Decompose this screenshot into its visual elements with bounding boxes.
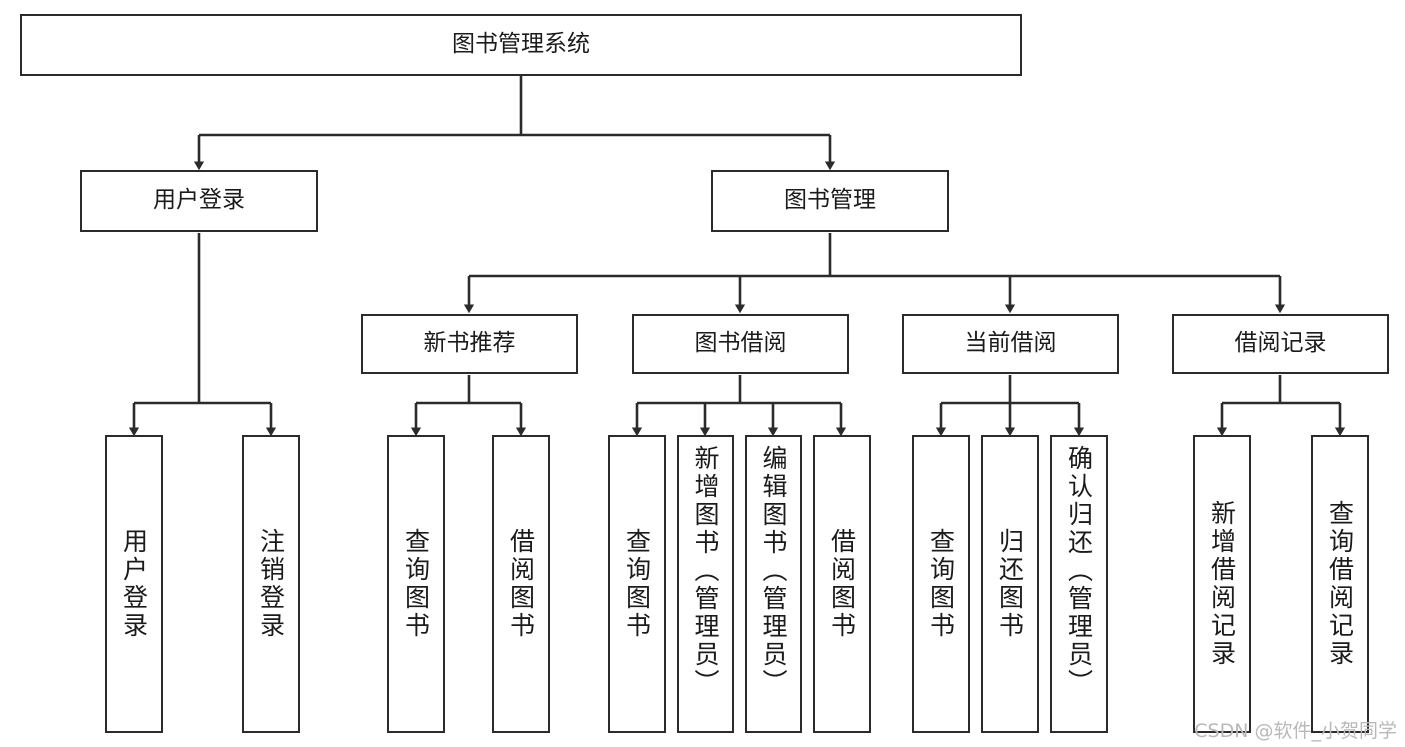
node-leaf-query-book-3-label: 查询图书	[926, 528, 956, 640]
node-leaf-query-record-label: 查询借阅记录	[1325, 500, 1355, 668]
node-leaf-add-record-label: 新增借阅记录	[1207, 500, 1237, 668]
node-current-borrow-label: 当前借阅	[964, 330, 1057, 357]
node-new-book-recommend-label: 新书推荐	[423, 330, 516, 357]
node-leaf-query-book-1-label: 查询图书	[401, 528, 431, 640]
node-leaf-add-book-label: 新增图书（管理员）	[691, 445, 720, 697]
node-leaf-borrow-book-2[interactable]: 借阅图书	[813, 435, 871, 733]
node-borrow-record[interactable]: 借阅记录	[1172, 314, 1389, 374]
node-leaf-query-book-3[interactable]: 查询图书	[912, 435, 970, 733]
csdn-watermark: CSDN @软件_小贺同学	[1194, 720, 1397, 742]
node-new-book-recommend[interactable]: 新书推荐	[361, 314, 578, 374]
node-borrow-record-label: 借阅记录	[1234, 330, 1327, 357]
node-book-manage-label: 图书管理	[784, 187, 876, 214]
node-leaf-query-record[interactable]: 查询借阅记录	[1311, 435, 1369, 733]
node-leaf-query-book-1[interactable]: 查询图书	[387, 435, 445, 733]
node-leaf-user-logout[interactable]: 注销登录	[242, 435, 300, 733]
node-leaf-return-book-label: 归还图书	[995, 528, 1025, 640]
node-current-borrow[interactable]: 当前借阅	[902, 314, 1119, 374]
node-book-manage[interactable]: 图书管理	[711, 170, 949, 232]
node-user-login-label: 用户登录	[153, 187, 245, 214]
node-leaf-user-login-label: 用户登录	[119, 528, 149, 640]
node-leaf-edit-book-label: 编辑图书（管理员）	[759, 445, 788, 697]
node-leaf-confirm-return[interactable]: 确认归还（管理员）	[1050, 435, 1108, 733]
node-book-borrow-label: 图书借阅	[694, 330, 787, 357]
node-leaf-return-book[interactable]: 归还图书	[981, 435, 1039, 733]
node-leaf-add-record[interactable]: 新增借阅记录	[1193, 435, 1251, 733]
node-leaf-add-book[interactable]: 新增图书（管理员）	[677, 435, 734, 733]
node-leaf-borrow-book-2-label: 借阅图书	[827, 528, 857, 640]
node-leaf-user-logout-label: 注销登录	[256, 528, 286, 640]
node-root[interactable]: 图书管理系统	[20, 14, 1022, 76]
node-leaf-borrow-book-1-label: 借阅图书	[506, 528, 536, 640]
node-root-label: 图书管理系统	[452, 31, 590, 58]
node-leaf-edit-book[interactable]: 编辑图书（管理员）	[745, 435, 802, 733]
node-leaf-query-book-2-label: 查询图书	[622, 528, 652, 640]
node-leaf-user-login[interactable]: 用户登录	[105, 435, 163, 733]
node-leaf-borrow-book-1[interactable]: 借阅图书	[492, 435, 550, 733]
node-leaf-query-book-2[interactable]: 查询图书	[608, 435, 666, 733]
node-user-login[interactable]: 用户登录	[80, 170, 318, 232]
node-book-borrow[interactable]: 图书借阅	[632, 314, 849, 374]
node-leaf-confirm-return-label: 确认归还（管理员）	[1064, 445, 1094, 697]
